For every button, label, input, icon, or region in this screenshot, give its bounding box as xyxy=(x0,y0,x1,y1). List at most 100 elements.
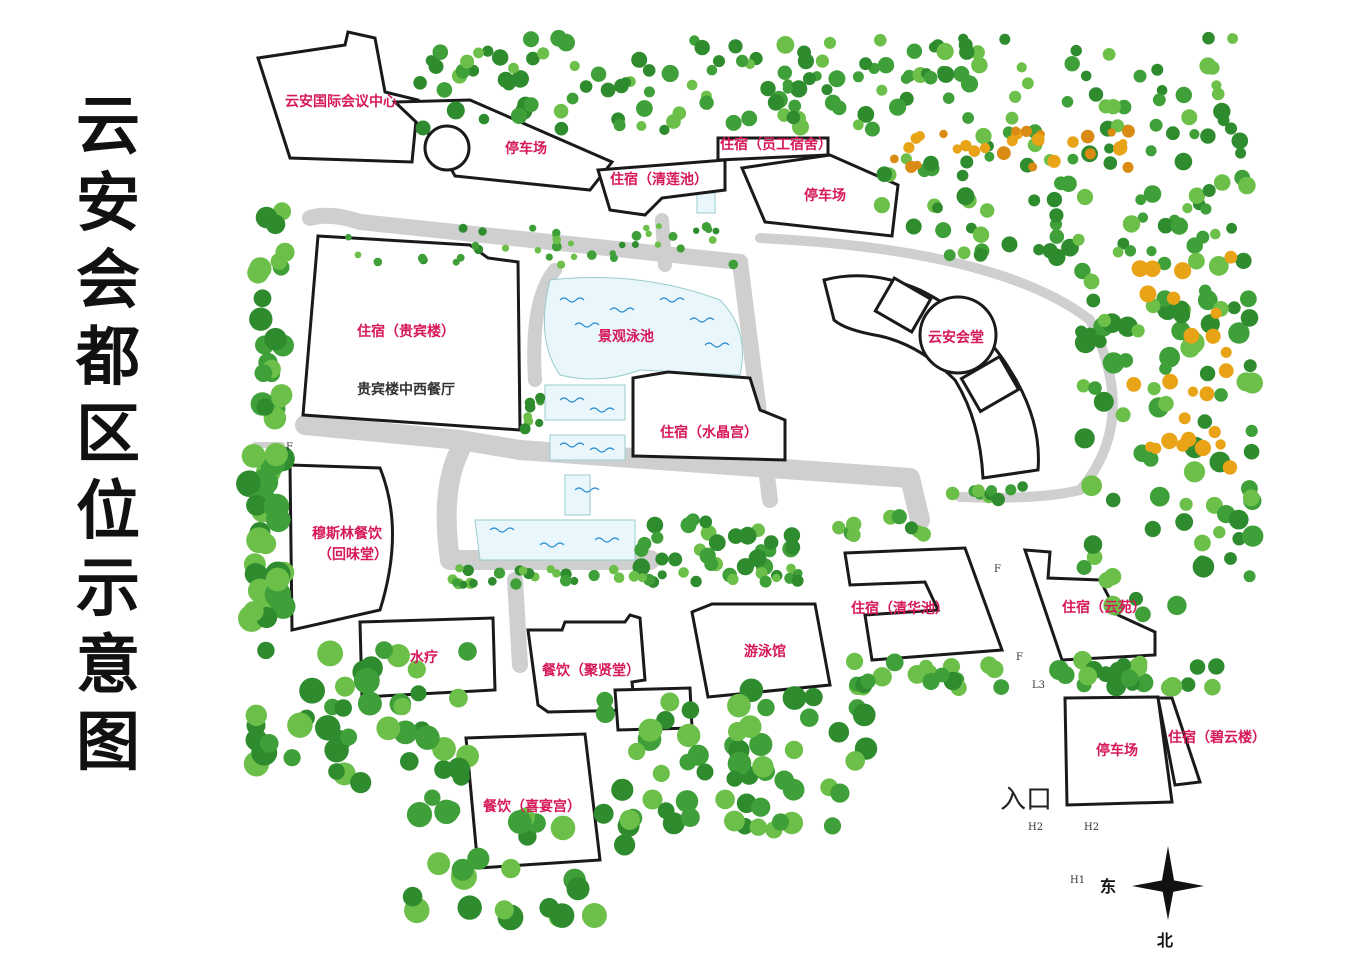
tree-icon xyxy=(1144,520,1161,538)
tree-icon xyxy=(1028,162,1038,172)
title-char: 示 xyxy=(76,551,140,626)
marker-f1: F xyxy=(286,442,293,453)
tree-icon xyxy=(643,224,650,232)
marker-f3: F xyxy=(1016,652,1023,663)
tree-icon xyxy=(972,484,985,498)
tree-icon xyxy=(1208,256,1229,276)
tree-icon xyxy=(864,121,880,137)
tree-icon xyxy=(764,535,779,550)
juxiantang-building xyxy=(526,613,647,714)
tree-icon xyxy=(846,652,864,671)
tree-icon xyxy=(655,223,662,230)
compass-north-label: 北 xyxy=(1157,931,1173,950)
guibinlou-building xyxy=(301,234,522,432)
tree-icon xyxy=(1183,461,1206,483)
tree-icon xyxy=(1083,273,1100,290)
hall-annex-1 xyxy=(873,275,933,335)
tree-icon xyxy=(797,53,815,70)
northeast-parking xyxy=(739,153,900,238)
tree-icon xyxy=(478,227,487,236)
tree-icon xyxy=(1151,63,1164,76)
tree-icon xyxy=(1009,90,1022,103)
tree-icon xyxy=(1097,666,1114,683)
tree-icon xyxy=(1181,109,1198,126)
tree-icon xyxy=(270,253,288,270)
tree-icon xyxy=(508,62,519,74)
tree-icon xyxy=(1235,252,1252,269)
tree-icon xyxy=(324,738,349,763)
tree-icon xyxy=(1183,327,1200,344)
tree-icon xyxy=(852,71,864,83)
tree-icon xyxy=(712,227,720,235)
qinghuachi-building xyxy=(843,546,1005,662)
label-parking-entrance: 停车场 xyxy=(1096,742,1138,759)
tree-icon xyxy=(741,110,758,127)
tree-icon xyxy=(1194,439,1211,457)
compass-arrow-left xyxy=(1132,880,1168,892)
tree-icon xyxy=(566,877,590,901)
tree-icon xyxy=(1147,382,1161,396)
tree-icon xyxy=(724,810,745,832)
tree-icon xyxy=(788,99,802,113)
label-parking-north: 停车场 xyxy=(505,140,547,157)
compass-rose: 东 北 xyxy=(1100,846,1204,950)
tree-icon xyxy=(494,900,514,920)
tree-icon xyxy=(460,54,475,69)
tree-icon xyxy=(726,770,743,787)
tree-icon xyxy=(259,734,279,753)
tree-icon xyxy=(959,44,975,60)
water-wave xyxy=(559,442,585,448)
tree-icon xyxy=(1210,228,1221,240)
tree-icon xyxy=(243,601,264,622)
tree-icon xyxy=(415,120,431,136)
vegetation xyxy=(236,29,1264,931)
label-qinglianchi: 住宿（清莲池） xyxy=(610,171,708,188)
tree-icon xyxy=(687,744,709,766)
tree-icon xyxy=(1189,659,1206,675)
title-char: 意 xyxy=(76,628,140,703)
label-muslim-dining: 穆斯林餐饮 xyxy=(312,525,383,542)
compass-arrow-up xyxy=(1162,846,1174,886)
label-staff-dorm: 住宿（员工宿舍） xyxy=(720,136,832,153)
tree-icon xyxy=(537,47,550,60)
tree-icon xyxy=(1061,96,1074,108)
tree-icon xyxy=(960,140,972,152)
tree-icon xyxy=(1215,439,1226,450)
tree-icon xyxy=(317,640,343,667)
tree-icon xyxy=(249,307,273,331)
tree-icon xyxy=(1188,252,1205,270)
water-wave xyxy=(574,322,600,328)
tree-icon xyxy=(334,699,353,717)
tree-icon xyxy=(554,121,569,136)
tree-icon xyxy=(942,92,955,104)
tree-icon xyxy=(581,903,607,928)
tree-icon xyxy=(471,241,480,250)
labels: 云安国际会议中心 停车场 住宿（清莲池） 住宿（员工宿舍） 停车场 住宿（贵宾楼… xyxy=(285,93,1266,815)
tree-icon xyxy=(971,56,988,74)
tree-icon xyxy=(608,564,619,575)
tree-icon xyxy=(1162,373,1178,390)
tree-icon xyxy=(1102,48,1116,61)
tree-icon xyxy=(264,327,287,351)
tree-icon xyxy=(957,246,971,260)
tree-icon xyxy=(1137,212,1149,223)
tree-icon xyxy=(328,763,345,780)
tree-icon xyxy=(823,36,837,49)
tree-icon xyxy=(457,895,482,920)
tree-icon xyxy=(960,155,974,169)
tree-icon xyxy=(1131,324,1145,338)
tree-icon xyxy=(350,772,372,794)
tree-icon xyxy=(727,573,739,585)
tree-icon xyxy=(991,492,1005,507)
tree-icon xyxy=(749,732,773,757)
tree-icon xyxy=(628,570,640,582)
marker-h2a: H2 xyxy=(1028,822,1043,833)
muslim-dining-building xyxy=(288,463,394,632)
tree-icon xyxy=(956,169,969,182)
tree-icon xyxy=(752,756,774,778)
water-wave xyxy=(574,487,600,493)
tree-icon xyxy=(459,580,468,589)
tree-icon xyxy=(424,789,441,806)
tree-icon xyxy=(815,54,830,68)
tree-icon xyxy=(1011,126,1021,136)
